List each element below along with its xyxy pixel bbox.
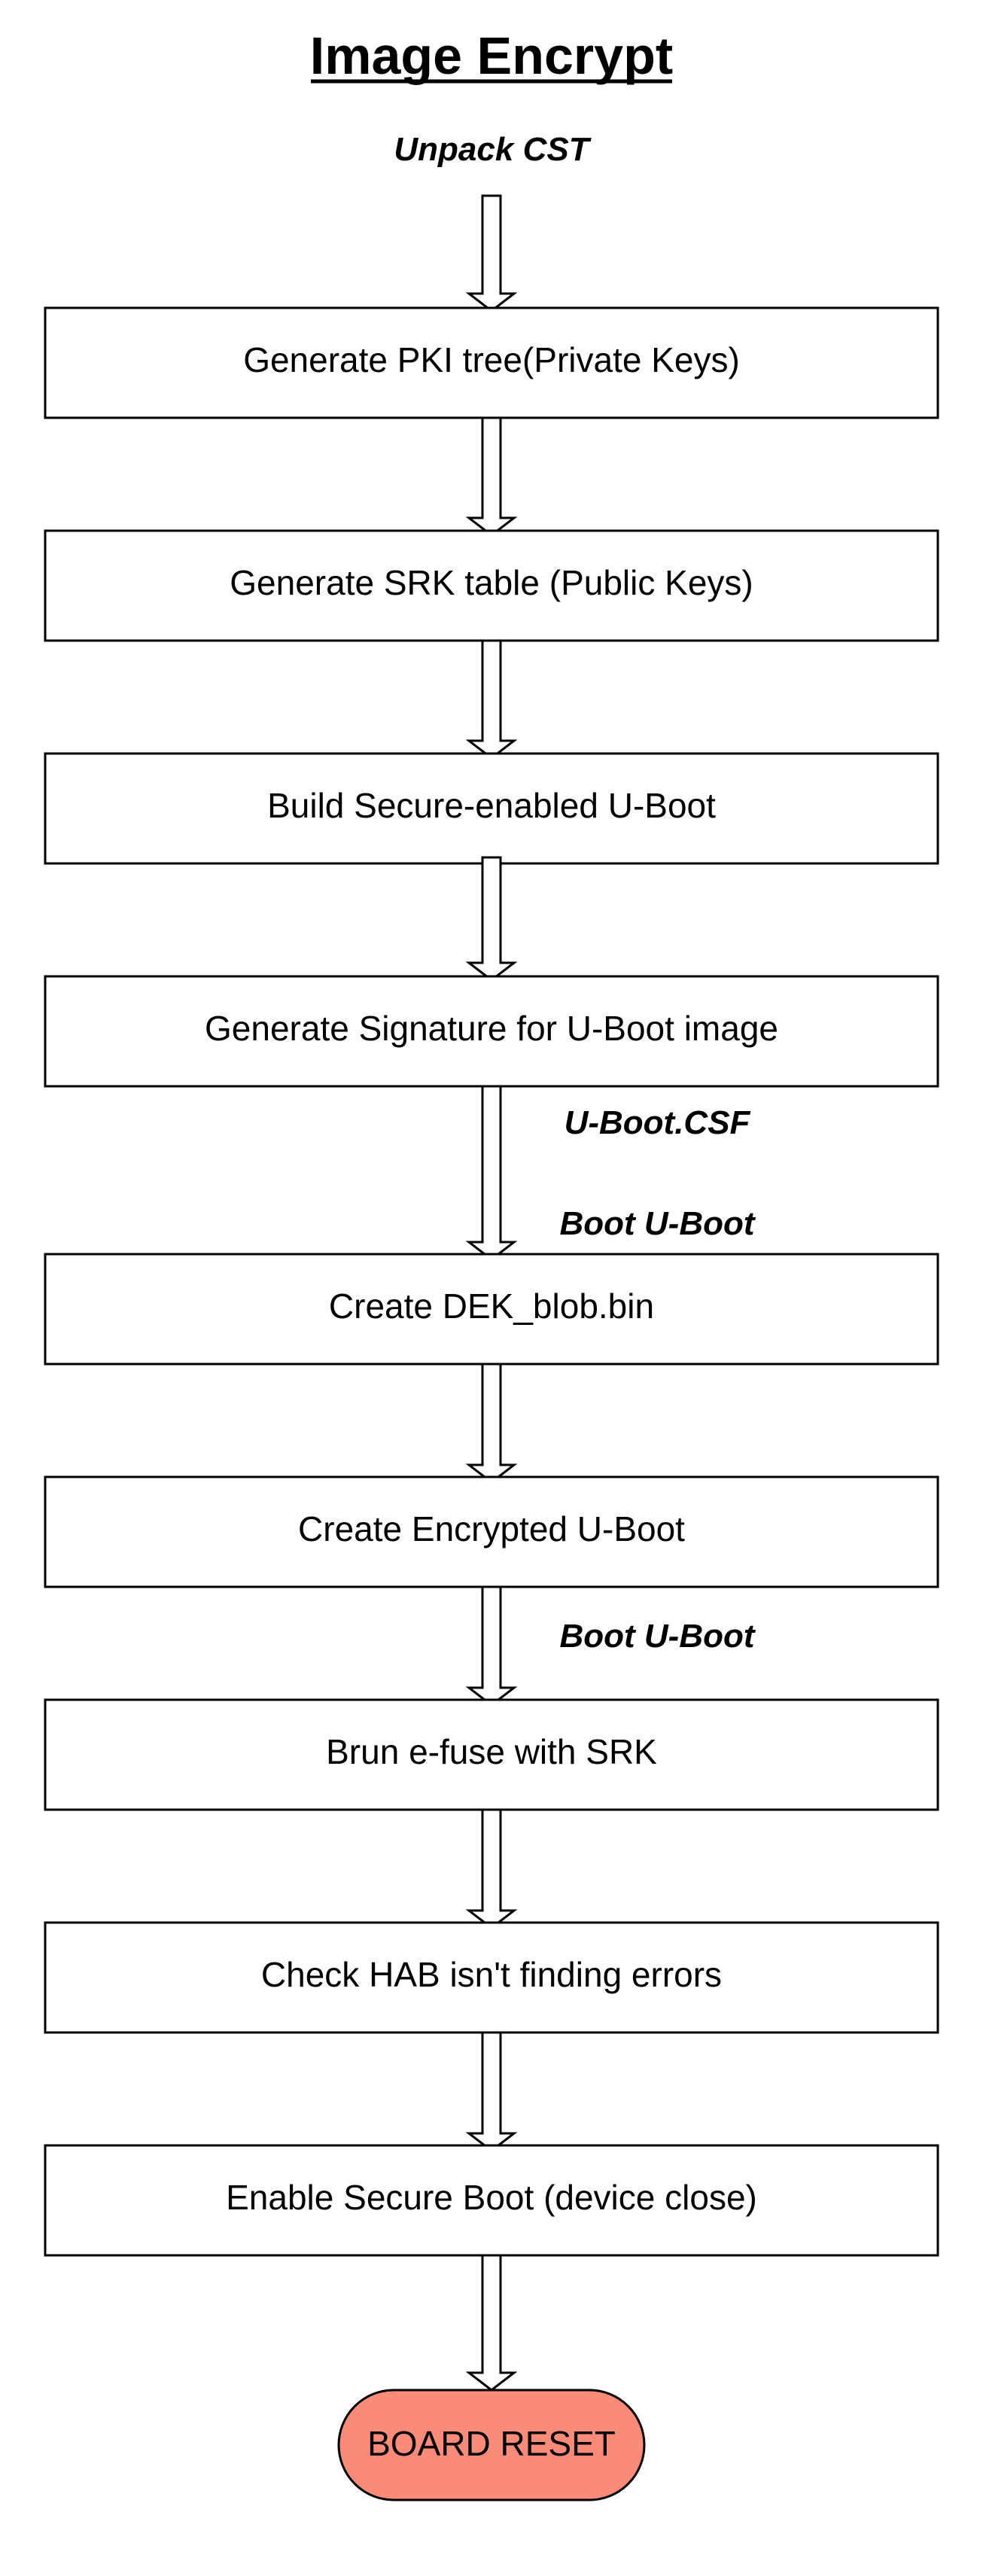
step-label: Generate PKI tree(Private Keys) [243,340,740,379]
flow-arrow [465,2254,518,2392]
label-unpack-cst: Unpack CST [394,131,591,168]
step-label: Create Encrypted U-Boot [298,1509,685,1548]
flow-arrow [465,639,518,760]
step-create-encrypted-uboot: Create Encrypted U-Boot [44,1475,939,1588]
flow-arrow [465,1363,518,1484]
step-label: Build Secure-enabled U-Boot [267,786,716,825]
step-box [44,975,939,1088]
flow-arrow [465,2031,518,2152]
label-uboot-csf: U-Boot.CSF [565,1104,751,1141]
step-label: Create DEK_blob.bin [329,1286,654,1326]
flow-arrow [465,1585,518,1707]
label-boot-uboot-2: Boot U-Boot [559,1618,756,1655]
step-label: Enable Secure Boot (device close) [226,2178,757,2217]
flow-arrow [465,416,518,537]
diagram-title: Image Encrypt [310,26,673,85]
step-burn-efuse-srk: Brun e-fuse with SRK [44,1698,939,1811]
label-boot-uboot-1: Boot U-Boot [559,1205,756,1242]
step-label: Generate Signature for U-Boot image [205,1009,778,1048]
step-label: Generate SRK table (Public Keys) [230,563,753,602]
step-box [44,1253,939,1366]
step-generate-srk-table: Generate SRK table (Public Keys) [44,529,939,642]
terminal-board-reset: BOARD RESET [337,2389,646,2501]
step-box [44,1921,939,2034]
step-enable-secure-boot: Enable Secure Boot (device close) [44,2144,939,2257]
step-box [44,2144,939,2257]
flow-arrow [465,194,518,312]
step-create-dek-blob: Create DEK_blob.bin [44,1253,939,1366]
step-box [44,529,939,642]
terminal-label: BOARD RESET [367,2424,616,2463]
step-generate-pki-tree: Generate PKI tree(Private Keys) [44,306,939,419]
step-generate-signature: Generate Signature for U-Boot image [44,975,939,1088]
step-box [44,1698,939,1811]
flow-arrow [465,1085,518,1261]
step-box [44,1475,939,1588]
step-label: Check HAB isn't finding errors [261,1955,722,1994]
terminal-shape [337,2389,646,2501]
step-build-secure-uboot: Build Secure-enabled U-Boot [44,752,939,865]
flow-arrow [465,856,518,982]
step-check-hab-errors: Check HAB isn't finding errors [44,1921,939,2034]
step-label: Brun e-fuse with SRK [326,1732,657,1771]
flow-arrow [465,1808,518,1929]
